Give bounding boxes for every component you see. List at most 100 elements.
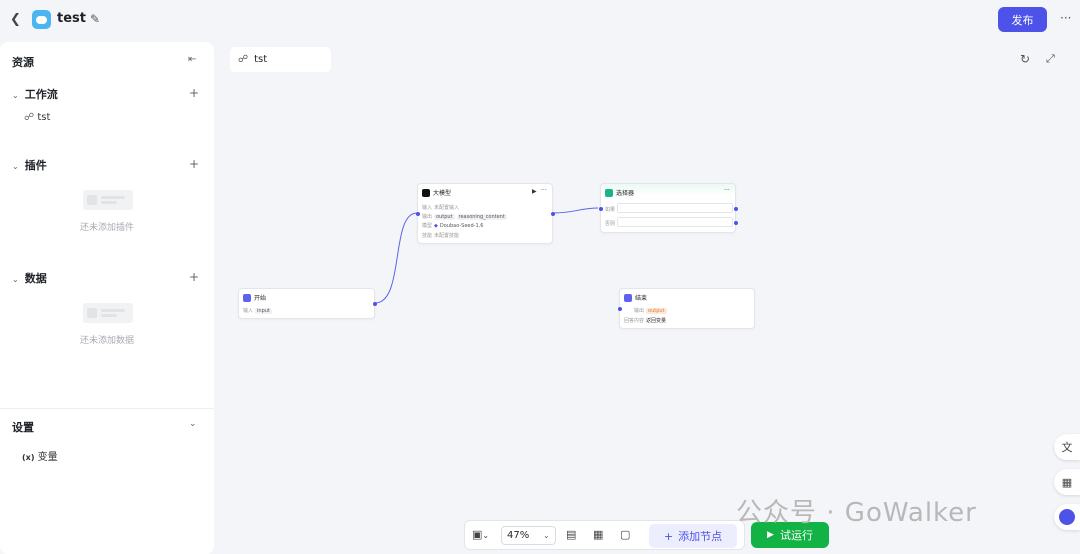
input-port[interactable]	[618, 307, 622, 311]
llm-icon	[422, 188, 430, 197]
minimap-icon[interactable]: ▣⌄	[472, 528, 490, 541]
input-chip: input	[255, 307, 272, 314]
row-value: Doubao-Seed-1.6	[439, 222, 484, 229]
row-label: 技能	[422, 233, 433, 239]
tab-workflow[interactable]: ☍tst	[230, 47, 331, 72]
chevron-down-icon: ⌄	[12, 275, 19, 284]
data-empty-text: 还未添加数据	[79, 336, 134, 346]
plus-icon: +	[663, 529, 674, 543]
output-chip: output	[434, 213, 455, 220]
end-icon	[624, 293, 632, 302]
node-title: 开始	[254, 295, 267, 302]
node-header: 结束	[624, 293, 647, 302]
play-icon: ▶	[767, 530, 774, 540]
translate-icon[interactable]: 文	[1054, 434, 1080, 460]
section-settings[interactable]: 设置	[12, 419, 34, 435]
edges-layer	[374, 207, 599, 304]
output-port-if[interactable]	[734, 207, 738, 211]
row-value: 未配置技能	[434, 233, 460, 239]
chevron-down-icon: ⌄	[543, 531, 550, 540]
divider	[0, 408, 214, 409]
sidebar-item-workflow[interactable]: ☍ tst	[24, 112, 50, 123]
node-row: 技能未配置技能	[422, 232, 459, 239]
bottom-toolbar: ▣⌄ 47% ⌄ ▤ ▦ ▢ + 添加节点	[464, 520, 745, 550]
apps-icon[interactable]: ▦	[1054, 469, 1080, 495]
node-header: 大模型	[422, 188, 451, 197]
node-header: 开始	[243, 293, 266, 302]
collapse-icon[interactable]: ⇤	[188, 54, 197, 65]
row-label: 输入	[422, 205, 433, 211]
publish-button[interactable]: 发布	[998, 7, 1047, 32]
sidebar-item-label: tst	[37, 112, 51, 123]
more-menu-icon[interactable]: ···	[1060, 11, 1072, 25]
node-title: 选择器	[616, 190, 635, 197]
empty-placeholder-image	[83, 303, 133, 323]
section-label: 设置	[12, 421, 34, 434]
row-label: 输出	[422, 214, 433, 220]
bot-icon[interactable]	[1054, 504, 1080, 530]
comment-icon[interactable]: ▤	[566, 528, 577, 541]
layout-icon[interactable]: ▦	[593, 528, 604, 541]
output-chip: output	[646, 307, 667, 314]
zoom-value: 47%	[507, 530, 530, 541]
row-label: 模型	[422, 223, 433, 229]
sidebar-item-variables[interactable]: (x) 变量	[22, 448, 58, 463]
output-port[interactable]	[551, 212, 555, 216]
node-selector[interactable]: 选择器 ··· 如果 否则	[599, 183, 738, 233]
edit-icon[interactable]: ✎	[90, 12, 101, 26]
expand-icon[interactable]: ⤢	[1046, 52, 1055, 65]
row-value: 未配置输入	[434, 205, 460, 211]
chevron-down-icon: ⌄	[12, 162, 19, 171]
input-port[interactable]	[599, 207, 603, 211]
output-chip: reasoning_content	[456, 213, 507, 220]
else-box[interactable]	[617, 217, 733, 227]
section-workflow[interactable]: ⌄工作流	[12, 86, 58, 102]
add-plugin-button[interactable]: +	[189, 157, 200, 171]
node-title: 结束	[635, 295, 648, 302]
selector-icon	[605, 188, 613, 197]
back-icon[interactable]: ❮	[10, 12, 21, 27]
output-port-else[interactable]	[734, 221, 738, 225]
add-node-label: 添加节点	[678, 530, 723, 543]
more-icon[interactable]: ···	[724, 187, 730, 194]
section-label: 数据	[24, 272, 47, 285]
sidebar-item-label: 变量	[37, 452, 58, 463]
chevron-down-icon: ⌄	[12, 91, 19, 100]
refresh-icon[interactable]: ↻	[1020, 52, 1031, 66]
resource-sidebar: 资源 ⇤ ⌄工作流 + ☍ tst ⌄插件 + 还未添加插件 ⌄数据 + 还未添…	[0, 42, 214, 554]
section-label: 插件	[24, 159, 47, 172]
start-icon	[243, 293, 251, 302]
tab-label: tst	[254, 54, 268, 65]
input-port[interactable]	[416, 212, 420, 216]
chevron-down-icon[interactable]: ⌄	[189, 419, 197, 429]
section-data[interactable]: ⌄ 数据	[12, 270, 47, 286]
more-icon[interactable]: ···	[541, 187, 547, 194]
workflow-icon: ☍	[24, 112, 35, 123]
zoom-select[interactable]: 47% ⌄	[501, 526, 556, 545]
play-icon[interactable]: ▶	[532, 188, 537, 195]
condition-box[interactable]	[617, 203, 733, 213]
if-label: 如果	[605, 207, 616, 213]
else-label: 否则	[605, 221, 616, 227]
output-port[interactable]	[373, 302, 377, 306]
add-node-button[interactable]: + 添加节点	[649, 524, 737, 548]
section-plugin[interactable]: ⌄ 插件	[12, 157, 47, 173]
edge-llm-selector	[552, 207, 599, 214]
edge-start-llm	[374, 212, 418, 304]
app-title: test	[57, 11, 86, 26]
empty-placeholder-image	[83, 190, 133, 210]
variable-icon: (x)	[22, 453, 35, 462]
model-icon: ◆	[434, 222, 438, 229]
row-label: 输出	[634, 308, 645, 314]
add-workflow-button[interactable]: +	[189, 86, 200, 100]
test-run-button[interactable]: ▶试运行	[751, 522, 829, 548]
node-header: 选择器	[605, 188, 634, 197]
node-title: 大模型	[433, 190, 452, 197]
add-data-button[interactable]: +	[189, 270, 200, 284]
fit-icon[interactable]: ▢	[620, 528, 631, 541]
